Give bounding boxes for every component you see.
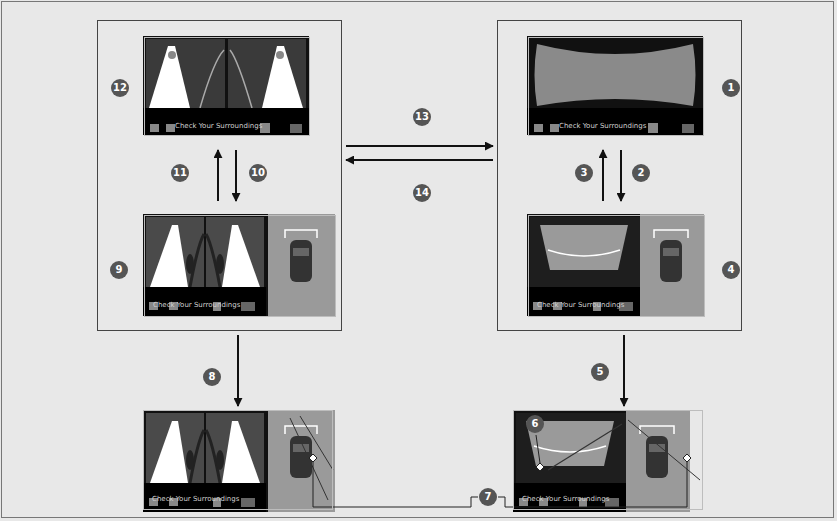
leader-tip bbox=[309, 454, 691, 471]
guide-line bbox=[290, 416, 333, 500]
camera-screen: Check Your Surroundings bbox=[528, 215, 705, 317]
guide-line bbox=[548, 424, 622, 470]
callout-number-text: 11 bbox=[173, 168, 187, 178]
callout-number: 4 bbox=[722, 261, 740, 279]
callout-number-text: 13 bbox=[415, 112, 429, 122]
normal-top-view-screen bbox=[527, 214, 704, 316]
callout-number-text: 9 bbox=[116, 265, 123, 275]
callout-number-text: 10 bbox=[251, 168, 265, 178]
guide-line bbox=[628, 420, 700, 480]
callout-number: 13 bbox=[413, 108, 431, 126]
screen-message: Check Your Surroundings bbox=[153, 301, 240, 309]
screen-message: Check Your Surroundings bbox=[522, 495, 609, 503]
split-top-view-screen bbox=[143, 214, 335, 316]
camera-screen: Check Your Surroundings bbox=[144, 215, 336, 317]
callout-number-text: 14 bbox=[415, 188, 429, 198]
flow-arrow bbox=[620, 150, 622, 201]
callout-number-text: 6 bbox=[532, 419, 539, 429]
callout-number-text: 1 bbox=[728, 83, 735, 93]
screen-message: Check Your Surroundings bbox=[152, 495, 239, 503]
screen-message: Check Your Surroundings bbox=[559, 122, 646, 130]
callout-number: 2 bbox=[632, 164, 650, 182]
callout-number-text: 8 bbox=[209, 372, 216, 382]
callout-number-text: 4 bbox=[728, 265, 735, 275]
callout-number: 14 bbox=[413, 184, 431, 202]
view-group: Check Your SurroundingsCheck Your Surrou… bbox=[97, 20, 342, 331]
flow-arrow bbox=[217, 150, 219, 201]
view-group: Check Your SurroundingsCheck Your Surrou… bbox=[497, 20, 742, 331]
wide-view-screen bbox=[527, 36, 703, 135]
screen-message: Check Your Surroundings bbox=[537, 301, 624, 309]
callout-number: 1 bbox=[722, 79, 740, 97]
callout-number: 11 bbox=[171, 164, 189, 182]
callout-number: 3 bbox=[575, 164, 593, 182]
camera-screen: Check Your Surroundings bbox=[144, 37, 310, 136]
callout-number-text: 2 bbox=[638, 168, 645, 178]
flow-arrow bbox=[602, 150, 604, 201]
flow-arrow bbox=[237, 335, 239, 406]
normal-top-view-screen bbox=[513, 410, 690, 512]
callout-number: 7 bbox=[479, 488, 497, 506]
flow-arrow bbox=[623, 335, 625, 406]
callout-number-text: 5 bbox=[597, 367, 604, 377]
callout-number: 5 bbox=[591, 363, 609, 381]
callout-number-text: 3 bbox=[581, 168, 588, 178]
callout-number: 10 bbox=[249, 164, 267, 182]
callout-number: 9 bbox=[110, 261, 128, 279]
flow-arrow bbox=[235, 150, 237, 201]
flow-arrow bbox=[346, 159, 493, 161]
camera-screen: Check Your Surroundings bbox=[528, 37, 704, 136]
callout-number: 6 bbox=[526, 415, 544, 433]
callout-number: 8 bbox=[203, 368, 221, 386]
callout-number-text: 7 bbox=[485, 492, 492, 502]
split-view-screen bbox=[143, 36, 309, 135]
split-top-view-screen bbox=[143, 410, 335, 512]
camera-screen: Check Your Surroundings bbox=[143, 410, 333, 510]
callout-number: 12 bbox=[111, 79, 129, 97]
callout-number-text: 12 bbox=[113, 83, 127, 93]
flow-arrow bbox=[346, 145, 493, 147]
leader-line bbox=[313, 435, 687, 507]
screen-message: Check Your Surroundings bbox=[175, 122, 262, 130]
